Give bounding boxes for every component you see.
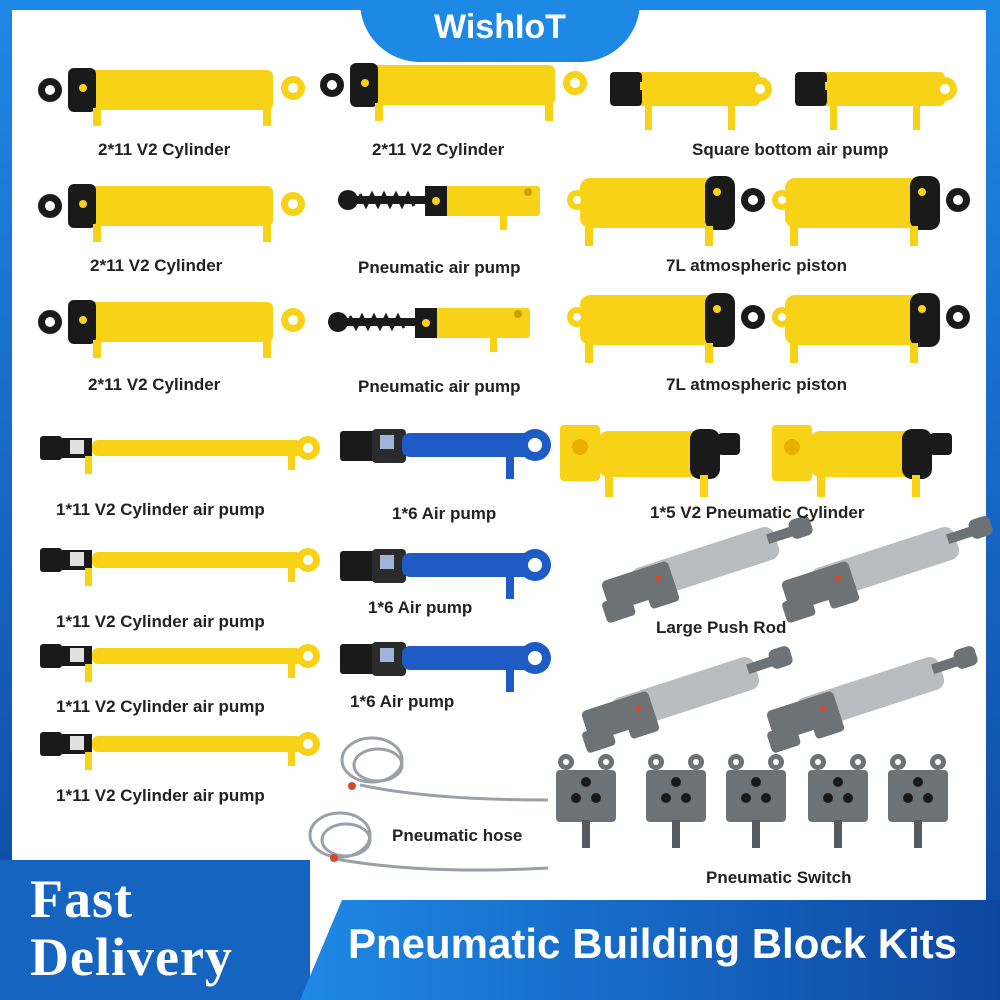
atmospheric-piston-part [567, 293, 765, 363]
cylinder-2x11-part [38, 300, 305, 358]
cylinder-1x5-part [560, 425, 740, 497]
push-rod-part [759, 642, 986, 754]
fast-text: Fast [30, 869, 133, 929]
frame-right [986, 0, 1000, 1000]
label-pneumatic-switch: Pneumatic Switch [706, 868, 852, 887]
label-1x6-air-pump: 1*6 Air pump [392, 504, 497, 523]
blue-air-pump-part [340, 549, 551, 599]
blue-air-pump-part [340, 429, 551, 479]
pneumatic-switch-part [556, 754, 616, 848]
label-pneumatic-hose: Pneumatic hose [392, 826, 523, 845]
cylinder-1x11-part [40, 732, 320, 770]
label-1x11-cylinder: 1*11 V2 Cylinder air pump [56, 500, 265, 519]
label-2x11-cylinder: 2*11 V2 Cylinder [372, 140, 505, 159]
label-2x11-cylinder: 2*11 V2 Cylinder [90, 256, 223, 275]
square-bottom-pump-part [610, 72, 772, 130]
label-1x6-air-pump: 1*6 Air pump [350, 692, 455, 711]
pneumatic-hose-part [308, 736, 549, 872]
cylinder-1x11-part [40, 644, 320, 682]
label-pneumatic-air-pump: Pneumatic air pump [358, 377, 521, 396]
atmospheric-piston-part [772, 176, 970, 246]
cylinder-1x5-part [772, 425, 952, 497]
label-2x11-cylinder: 2*11 V2 Cylinder [88, 375, 221, 394]
push-rod-part [574, 642, 801, 754]
label-1x6-air-pump: 1*6 Air pump [368, 598, 473, 617]
cylinder-2x11-part [38, 184, 305, 242]
brand-badge: WishIoT [360, 0, 640, 62]
label-1x11-cylinder: 1*11 V2 Cylinder air pump [56, 786, 265, 805]
pneumatic-air-pump-part [336, 184, 542, 232]
label-1x11-cylinder: 1*11 V2 Cylinder air pump [56, 612, 265, 631]
pneumatic-switch-part [808, 754, 868, 848]
label-2x11-cylinder: 2*11 V2 Cylinder [98, 140, 231, 159]
label-atmospheric-piston: 7L atmospheric piston [666, 375, 848, 394]
blue-air-pump-part [340, 642, 551, 692]
cylinder-1x11-part [40, 436, 320, 474]
pneumatic-switch-part [646, 754, 706, 848]
label-pneumatic-air-pump: Pneumatic air pump [358, 258, 521, 277]
atmospheric-piston-part [567, 176, 765, 246]
cylinder-2x11-part [320, 63, 587, 121]
pneumatic-air-pump-part [326, 306, 532, 354]
title-panel [300, 900, 1000, 1000]
cylinder-2x11-part [38, 68, 305, 126]
delivery-text: Delivery [30, 927, 233, 987]
square-bottom-pump-part [795, 72, 957, 130]
label-square-bottom-pump: Square bottom air pump [692, 140, 889, 159]
kit-title: Pneumatic Building Block Kits [348, 920, 958, 967]
label-1x11-cylinder: 1*11 V2 Cylinder air pump [56, 697, 265, 716]
brand-logo: WishIoT [434, 8, 566, 46]
label-1x5-cylinder: 1*5 V2 Pneumatic Cylinder [650, 503, 865, 522]
pneumatic-switch-part [888, 754, 948, 848]
atmospheric-piston-part [772, 293, 970, 363]
pneumatic-switch-part [726, 754, 786, 848]
cylinder-1x11-part [40, 548, 320, 586]
frame-left [0, 0, 12, 1000]
fast-delivery-panel [0, 860, 310, 1000]
label-atmospheric-piston: 7L atmospheric piston [666, 256, 848, 275]
label-push-rod: Large Push Rod [656, 618, 787, 637]
